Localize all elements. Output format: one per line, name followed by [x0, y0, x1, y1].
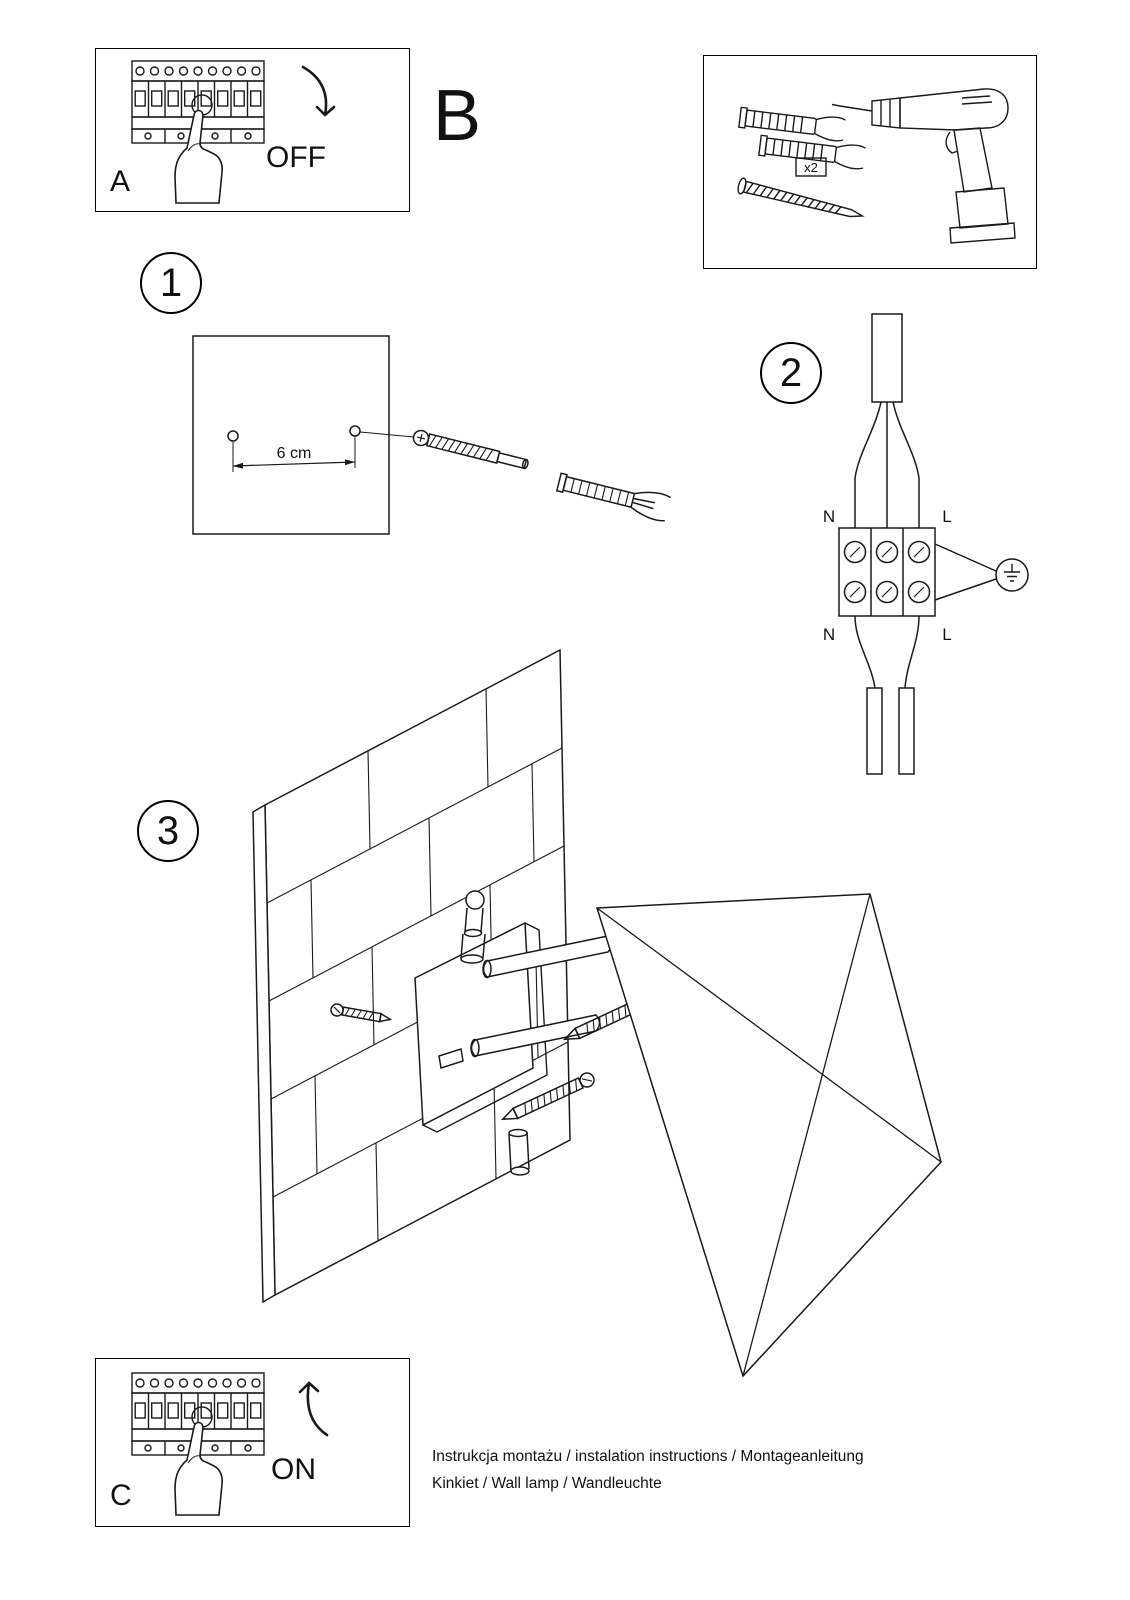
wall-plug-icon	[738, 106, 846, 142]
top-socket	[460, 890, 486, 964]
terminal-block	[838, 527, 936, 617]
parts-illustration: x2	[737, 88, 1016, 244]
footer-line-2: Kinkiet / Wall lamp / Wandleuchte	[432, 1475, 662, 1492]
wire-out-left	[854, 615, 876, 689]
wire-left	[854, 401, 882, 528]
step-1-number: 1	[159, 261, 183, 305]
bottom-socket	[508, 1128, 530, 1176]
rotate-on-arrow-icon	[298, 1381, 329, 1437]
breaker-panel-illustration	[131, 60, 265, 204]
rotate-off-arrow-icon	[301, 65, 336, 117]
power-on-step-label: C	[110, 1479, 132, 1512]
screw-icon	[737, 177, 865, 218]
terminal-l-bottom-label: L	[942, 625, 951, 644]
wall-plate-outline	[192, 335, 390, 535]
drilling-illustration: 6 cm	[192, 335, 671, 535]
on-label: ON	[271, 1453, 316, 1486]
power-off-box: OFF A	[95, 48, 410, 212]
drill-icon	[831, 88, 1016, 244]
footer-text: Instrukcja montażu / instalation instruc…	[432, 1443, 1052, 1497]
wall-plug-icon	[758, 134, 866, 170]
terminal-l-top-label: L	[942, 507, 951, 526]
section-b-label: B	[433, 76, 482, 156]
step-2-badge: 2	[760, 342, 822, 404]
cable-sleeve-bottom-right	[898, 687, 915, 775]
quantity-label: x2	[804, 160, 818, 175]
step-3-number: 3	[156, 809, 180, 853]
step-2-number: 2	[779, 351, 803, 395]
wire-out-right	[904, 615, 920, 689]
bracket-piece	[438, 1048, 464, 1069]
power-on-box: ON C	[95, 1358, 410, 1527]
power-off-step-label: A	[110, 165, 131, 198]
step-1-badge: 1	[140, 252, 202, 314]
pressing-hand-icon	[174, 1421, 223, 1516]
terminal-n-bottom-label: N	[823, 625, 835, 644]
drill-hole-left	[227, 430, 239, 442]
tiled-wall	[252, 648, 571, 1304]
parts-box: x2	[703, 55, 1037, 269]
drill-hole-right	[349, 425, 361, 437]
dimension-arrow-left	[233, 462, 243, 469]
earth-ground-icon	[934, 543, 1029, 601]
cable-sleeve-top	[871, 313, 903, 403]
wiring-illustration: N L N L	[823, 313, 1029, 775]
screw-icon	[330, 1003, 393, 1023]
quantity-tag	[795, 157, 827, 177]
wire-right	[892, 401, 920, 528]
screw-icon	[412, 429, 529, 470]
screw-icon	[500, 1072, 595, 1121]
wall-plug-icon	[555, 472, 671, 522]
footer-line-1: Instrukcja montażu / instalation instruc…	[432, 1448, 864, 1465]
step-3-badge: 3	[137, 800, 199, 862]
breaker-panel-illustration	[131, 1372, 265, 1516]
dimension-arrow-right	[345, 459, 355, 466]
off-label: OFF	[266, 141, 326, 174]
pressing-hand-icon	[174, 109, 223, 204]
terminal-n-top-label: N	[823, 507, 835, 526]
cable-sleeve-bottom-left	[866, 687, 883, 775]
dimension-label: 6 cm	[277, 445, 312, 462]
lamp-shade	[595, 893, 942, 1378]
mounting-illustration	[252, 648, 942, 1378]
